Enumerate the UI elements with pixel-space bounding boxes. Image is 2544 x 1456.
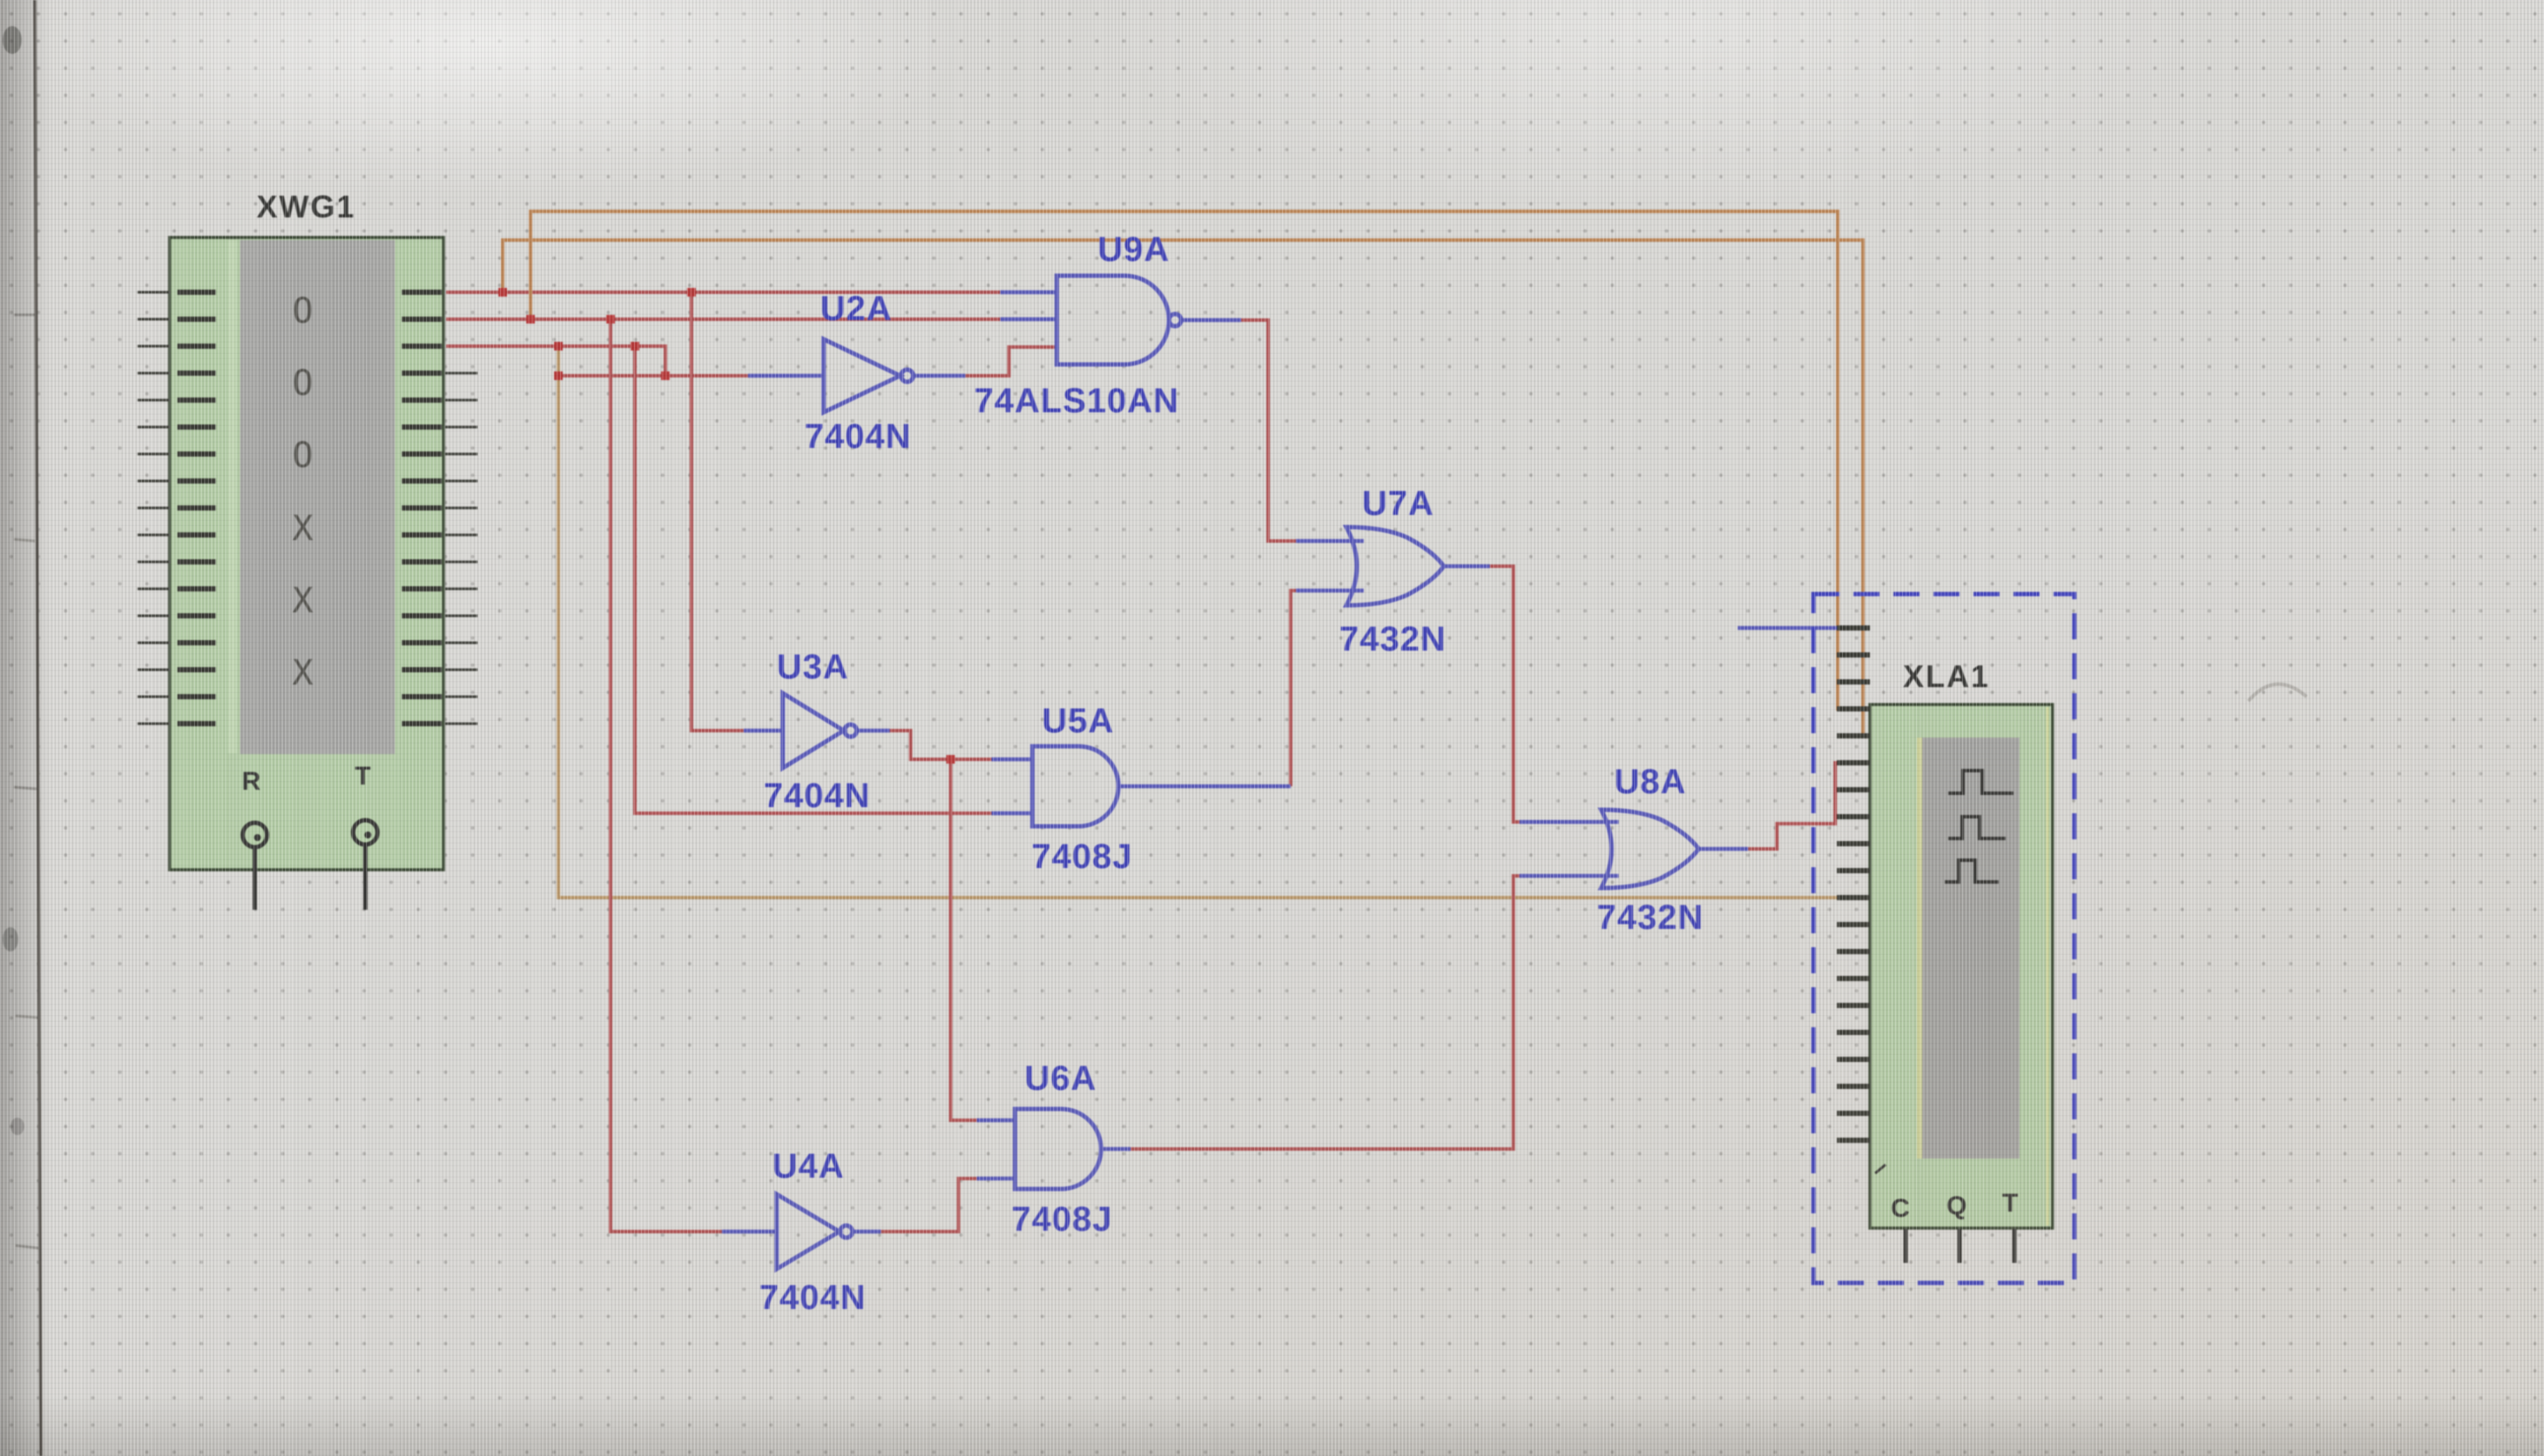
u6a-ref-label[interactable]: U6A <box>1025 1059 1097 1098</box>
u5a-ref-label[interactable]: U5A <box>1042 702 1114 740</box>
svg-text:X: X <box>292 653 313 693</box>
xwg1-r-label: R <box>242 767 261 796</box>
xwg1-word-generator[interactable]: XWG1 O O O X X X <box>137 189 477 910</box>
u9a-ref-label[interactable]: U9A <box>1098 230 1170 269</box>
xla1-q-label: Q <box>1946 1192 1966 1220</box>
xwg1-ref-label[interactable]: XWG1 <box>257 189 356 224</box>
xwg1-t-label: T <box>355 762 371 791</box>
svg-text:O: O <box>292 364 313 404</box>
svg-text:X: X <box>292 509 313 549</box>
u3a-ref-label[interactable]: U3A <box>777 648 849 686</box>
u8a-part-label[interactable]: 7432N <box>1597 898 1704 937</box>
svg-text:O: O <box>292 291 313 331</box>
u7a-part-label[interactable]: 7432N <box>1339 620 1446 658</box>
u2a-part-label[interactable]: 7404N <box>805 417 911 456</box>
u2a-ref-label[interactable]: U2A <box>820 290 892 328</box>
svg-text:X: X <box>292 581 313 621</box>
u7a-ref-label[interactable]: U7A <box>1362 484 1434 523</box>
svg-text:O: O <box>292 436 313 476</box>
xla1-t-label: T <box>2002 1189 2018 1218</box>
u9a-part-label[interactable]: 74ALS10AN <box>974 382 1179 420</box>
u6a-part-label[interactable]: 7408J <box>1012 1200 1112 1239</box>
xla1-ref-label[interactable]: XLA1 <box>1903 658 1990 694</box>
xla1-c-label: C <box>1891 1194 1910 1223</box>
u4a-part-label[interactable]: 7404N <box>759 1279 866 1317</box>
u4a-ref-label[interactable]: U4A <box>772 1147 845 1186</box>
u3a-part-label[interactable]: 7404N <box>764 777 871 815</box>
u8a-ref-label[interactable]: U8A <box>1614 763 1686 801</box>
u5a-part-label[interactable]: 7408J <box>1032 838 1132 876</box>
